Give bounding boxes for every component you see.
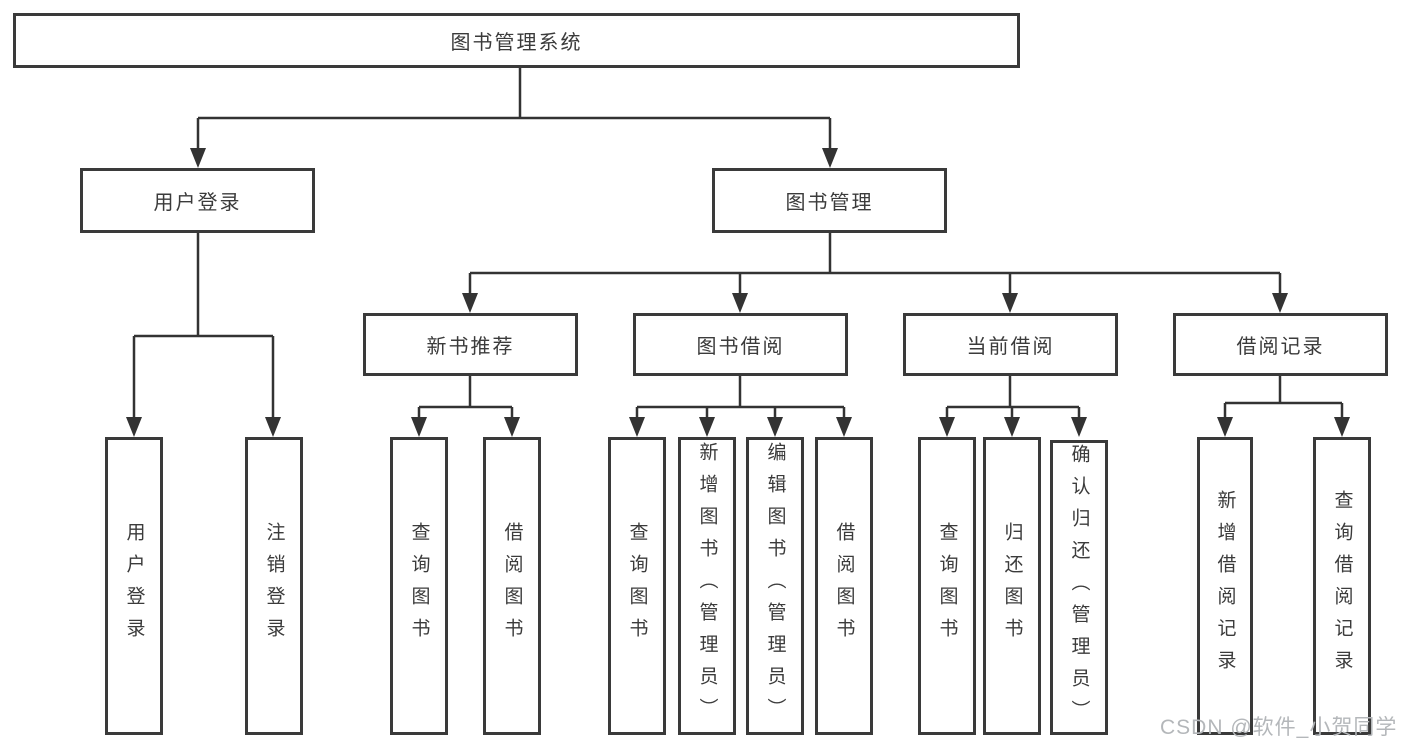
- node-borrow-records: 借阅记录: [1173, 313, 1388, 376]
- leaf-query-books-recommend: 查询图书: [390, 437, 448, 735]
- leaf-return-books: 归还图书: [983, 437, 1041, 735]
- leaf-borrow-books: 借阅图书: [815, 437, 873, 735]
- node-label: 当前借阅: [966, 336, 1055, 358]
- leaf-query-books-current: 查询图书: [918, 437, 976, 735]
- node-book-borrow: 图书借阅: [633, 313, 848, 376]
- leaf-add-books-admin: 新增图书（管理员）: [678, 437, 736, 735]
- node-label: 新书推荐: [426, 336, 515, 358]
- leaf-add-borrow-record: 新增借阅记录: [1197, 437, 1253, 735]
- node-library-management-system: 图书管理系统: [13, 13, 1020, 68]
- node-current-borrow: 当前借阅: [903, 313, 1118, 376]
- leaf-confirm-return-admin: 确认归还（管理员）: [1050, 440, 1108, 735]
- leaf-edit-books-admin: 编辑图书（管理员）: [746, 437, 804, 735]
- leaf-label: 新增图书（管理员）: [696, 442, 718, 730]
- leaf-label: 查询图书: [408, 522, 430, 650]
- node-label: 借阅记录: [1236, 336, 1325, 358]
- node-user-login: 用户登录: [80, 168, 315, 233]
- leaf-label: 归还图书: [1001, 522, 1023, 650]
- leaf-user-login: 用户登录: [105, 437, 163, 735]
- leaf-label: 确认归还（管理员）: [1068, 443, 1090, 732]
- leaf-label: 编辑图书（管理员）: [764, 442, 786, 730]
- leaf-label: 用户登录: [123, 522, 145, 650]
- node-label: 图书借阅: [696, 336, 785, 358]
- leaf-label: 查询图书: [626, 522, 648, 650]
- leaf-label: 查询借阅记录: [1331, 490, 1353, 682]
- leaf-label: 借阅图书: [833, 522, 855, 650]
- node-book-management: 图书管理: [712, 168, 947, 233]
- leaf-query-borrow-record: 查询借阅记录: [1313, 437, 1371, 735]
- leaf-label: 注销登录: [263, 522, 285, 650]
- node-new-book-recommend: 新书推荐: [363, 313, 578, 376]
- leaf-label: 查询图书: [936, 522, 958, 650]
- leaf-label: 借阅图书: [501, 522, 523, 650]
- node-label: 图书管理系统: [450, 32, 583, 54]
- leaf-query-books-borrow: 查询图书: [608, 437, 666, 735]
- leaf-label: 新增借阅记录: [1214, 490, 1236, 682]
- csdn-watermark: CSDN @软件_小贺同学: [1160, 716, 1398, 739]
- node-label: 图书管理: [785, 192, 874, 214]
- leaf-logout: 注销登录: [245, 437, 303, 735]
- leaf-borrow-books-recommend: 借阅图书: [483, 437, 541, 735]
- node-label: 用户登录: [153, 192, 242, 214]
